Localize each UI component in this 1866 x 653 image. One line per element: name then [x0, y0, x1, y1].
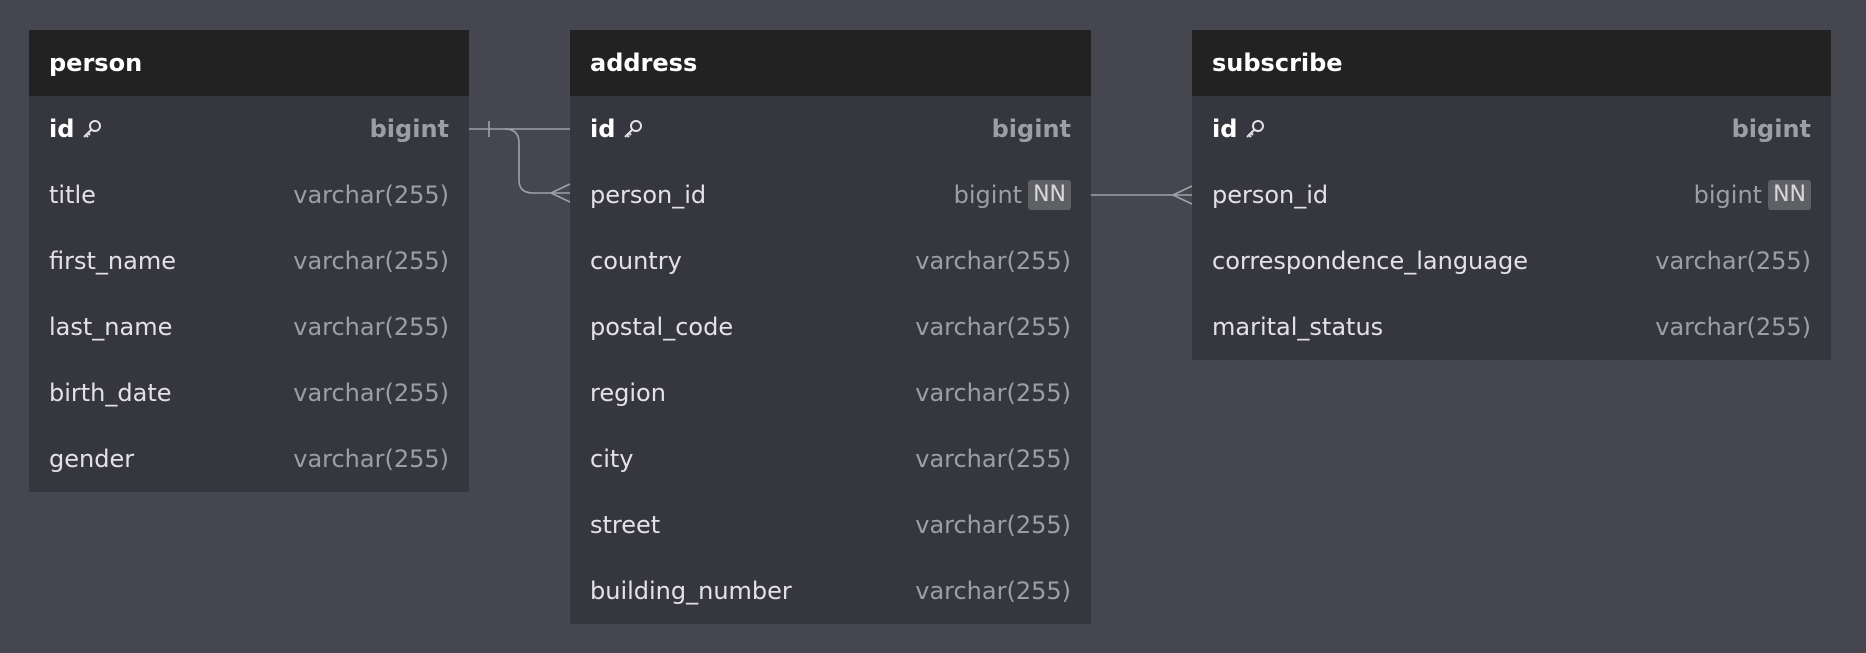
column-name: gender: [49, 445, 135, 473]
column-name: person_id: [1212, 181, 1329, 209]
column-name: id: [1212, 115, 1267, 143]
relation-person-address[interactable]: [469, 121, 571, 203]
column-name: last_name: [49, 313, 173, 341]
key-icon: [1246, 120, 1265, 138]
column-name: country: [590, 247, 682, 275]
column-row[interactable]: birth_date varchar(255): [29, 360, 469, 426]
column-name: birth_date: [49, 379, 172, 407]
column-row[interactable]: building_number varchar(255): [570, 558, 1091, 624]
column-type: varchar(255): [915, 511, 1071, 539]
column-name: region: [590, 379, 666, 407]
column-type: varchar(255): [915, 313, 1071, 341]
column-name: street: [590, 511, 661, 539]
column-type: varchar(255): [293, 181, 449, 209]
column-type: varchar(255): [915, 445, 1071, 473]
column-type: bigint: [1731, 115, 1811, 143]
relation-line: [504, 128, 570, 194]
column-type: varchar(255): [915, 379, 1071, 407]
column-name: id: [49, 115, 104, 143]
column-type: varchar(255): [293, 313, 449, 341]
key-icon: [83, 120, 102, 138]
column-type: varchar(255): [915, 247, 1071, 275]
column-row[interactable]: last_name varchar(255): [29, 294, 469, 360]
column-row[interactable]: id bigint: [570, 96, 1091, 162]
column-name: correspondence_language: [1212, 247, 1528, 275]
column-row[interactable]: first_name varchar(255): [29, 228, 469, 294]
column-type: varchar(255): [293, 247, 449, 275]
column-name: marital_status: [1212, 313, 1384, 341]
column-type: varchar(255): [293, 379, 449, 407]
column-type: varchar(255): [1655, 247, 1811, 275]
key-icon: [624, 120, 643, 138]
column-type: bigint: [991, 115, 1071, 143]
column-name: postal_code: [590, 313, 734, 341]
table-title: address: [570, 30, 1091, 96]
column-row[interactable]: id bigint: [29, 96, 469, 162]
table-title: subscribe: [1192, 30, 1831, 96]
column-name: city: [590, 445, 634, 473]
not-null-badge: NN: [1768, 180, 1811, 210]
column-name: id: [590, 115, 645, 143]
column-row[interactable]: correspondence_language varchar(255): [1192, 228, 1831, 294]
column-row[interactable]: title varchar(255): [29, 162, 469, 228]
many-cardinality-marker: [550, 183, 571, 203]
column-row[interactable]: city varchar(255): [570, 426, 1091, 492]
column-row[interactable]: region varchar(255): [570, 360, 1091, 426]
column-name: person_id: [590, 181, 707, 209]
column-row[interactable]: marital_status varchar(255): [1192, 294, 1831, 360]
column-type: varchar(255): [293, 445, 449, 473]
relation-address-subscribe[interactable]: [1091, 185, 1193, 205]
column-row[interactable]: id bigint: [1192, 96, 1831, 162]
not-null-badge: NN: [1028, 180, 1071, 210]
column-name: first_name: [49, 247, 176, 275]
column-row[interactable]: postal_code varchar(255): [570, 294, 1091, 360]
table-title: person: [29, 30, 469, 96]
column-type: varchar(255): [1655, 313, 1811, 341]
column-row[interactable]: country varchar(255): [570, 228, 1091, 294]
table-person[interactable]: person id bigint title varchar(255) firs…: [29, 30, 469, 492]
column-row[interactable]: street varchar(255): [570, 492, 1091, 558]
column-row[interactable]: gender varchar(255): [29, 426, 469, 492]
column-name: building_number: [590, 577, 792, 605]
many-cardinality-marker: [1172, 185, 1193, 205]
column-name: title: [49, 181, 96, 209]
column-type: bigint: [369, 115, 449, 143]
column-type: varchar(255): [915, 577, 1071, 605]
